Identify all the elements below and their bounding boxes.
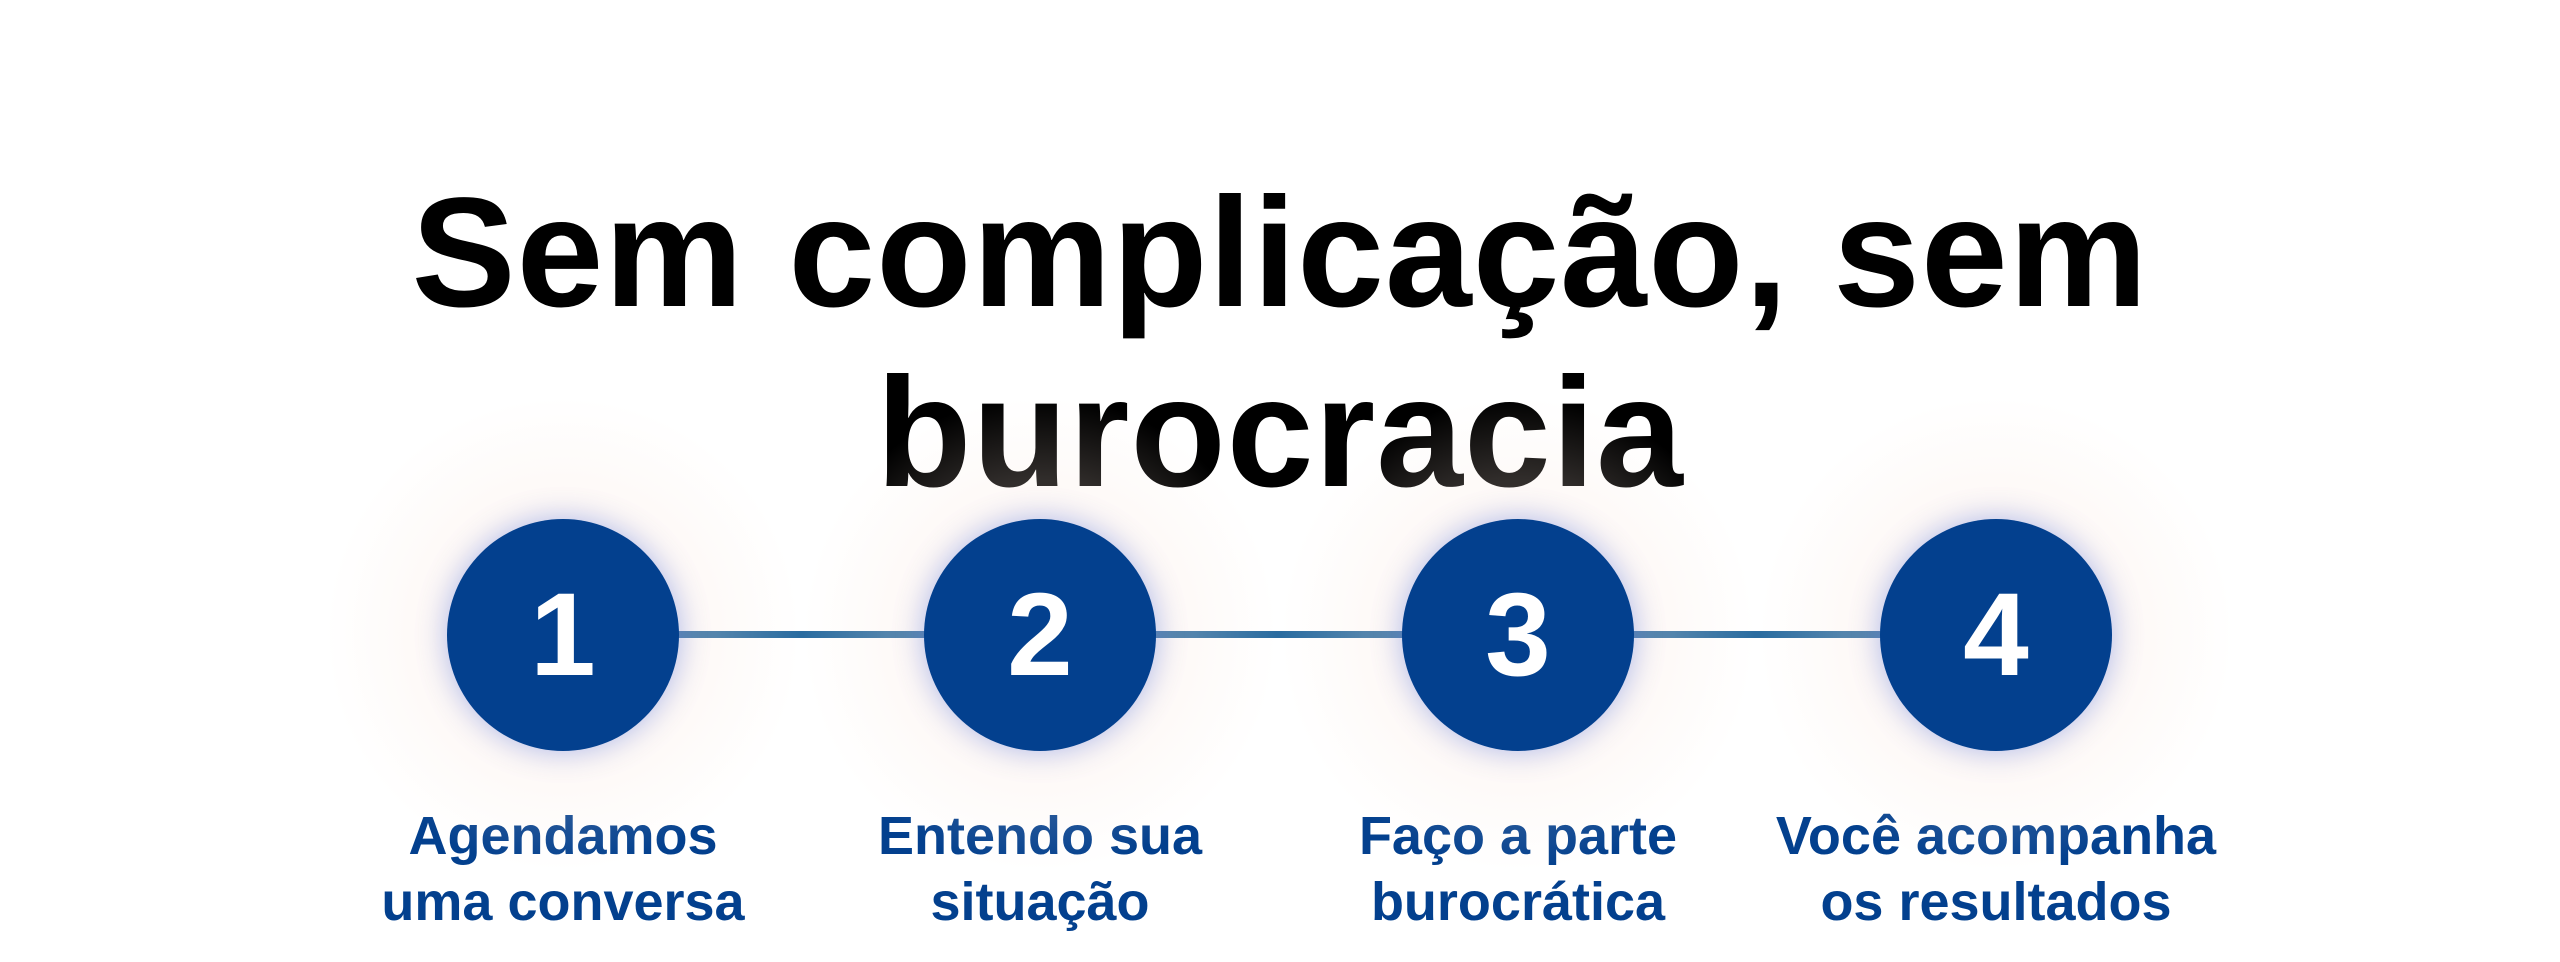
- step-4: 4 Você acompanhaos resultados: [1696, 394, 2296, 935]
- page-title: Sem complicação, sem burocracia: [411, 165, 2149, 520]
- step-number-badge: 1: [447, 519, 679, 751]
- step-2: 2 Entendo suasituação: [740, 394, 1340, 935]
- step-label-line: uma conversa: [381, 872, 745, 932]
- step-number-badge: 2: [924, 519, 1156, 751]
- step-label: Faço a parteburocrática: [1218, 803, 1818, 935]
- connector-line: [1633, 631, 1883, 638]
- connector-line: [678, 631, 926, 638]
- step-label-line: Agendamos: [263, 803, 863, 869]
- step-label: Entendo suasituação: [740, 803, 1340, 935]
- step-label-line: Entendo sua: [740, 803, 1340, 869]
- step-label-line: Você acompanha: [1696, 803, 2296, 869]
- step-label-line: Faço a parte: [1218, 803, 1818, 869]
- step-label-line: situação: [930, 872, 1150, 932]
- step-label-line: burocrática: [1370, 872, 1666, 932]
- step-label: Você acompanhaos resultados: [1696, 803, 2296, 935]
- step-label-line: os resultados: [1820, 872, 2172, 932]
- connector-line: [1155, 631, 1405, 638]
- step-number-badge: 4: [1880, 519, 2112, 751]
- step-number-badge: 3: [1402, 519, 1634, 751]
- step-label: Agendamosuma conversa: [263, 803, 863, 935]
- step-3: 3 Faço a parteburocrática: [1218, 394, 1818, 935]
- step-1: 1 Agendamosuma conversa: [263, 394, 863, 935]
